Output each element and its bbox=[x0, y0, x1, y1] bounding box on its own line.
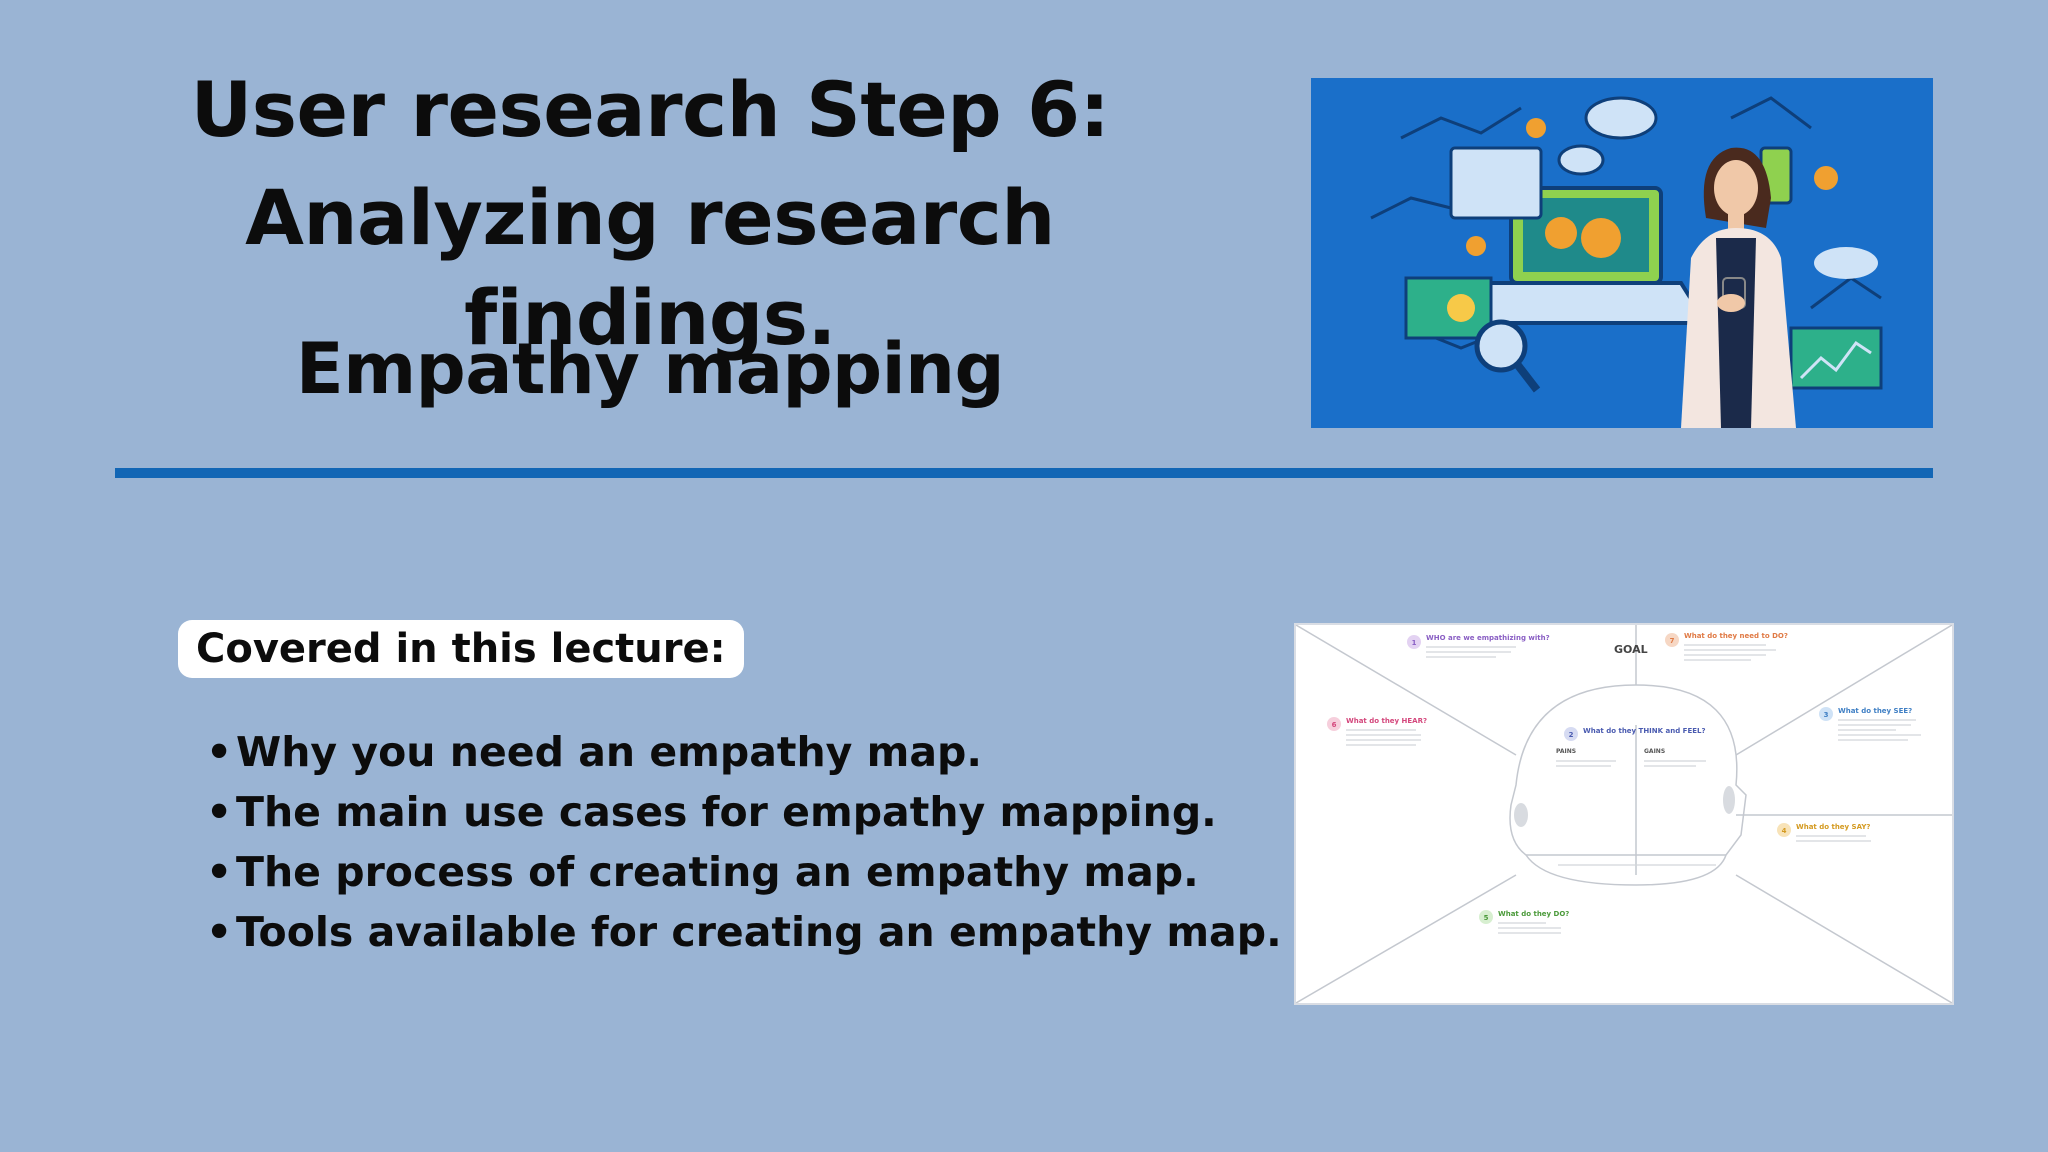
map-see: What do they SEE? bbox=[1838, 707, 1912, 715]
map-num-4: 4 bbox=[1782, 827, 1787, 835]
map-do: What do they need to DO? bbox=[1684, 632, 1788, 640]
map-num-2: 2 bbox=[1569, 731, 1574, 739]
map-gains: GAINS bbox=[1644, 748, 1665, 755]
section-divider bbox=[115, 468, 1933, 478]
slide-subtitle: Empathy mapping bbox=[295, 328, 1005, 410]
map-goal: GOAL bbox=[1614, 643, 1648, 656]
bullet-glyph: • bbox=[206, 908, 233, 956]
list-item-text: Why you need an empathy map. bbox=[236, 728, 982, 776]
map-num-7: 7 bbox=[1670, 637, 1675, 645]
bullet-glyph: • bbox=[206, 848, 233, 896]
map-num-6: 6 bbox=[1332, 721, 1337, 729]
hero-illustration-graphic bbox=[1311, 78, 1933, 428]
list-item: •The main use cases for empathy mapping. bbox=[200, 782, 1282, 842]
list-item: •Why you need an empathy map. bbox=[200, 722, 1282, 782]
empathy-map-image: 1 WHO are we empathizing with? GOAL 7 Wh… bbox=[1294, 623, 1954, 1005]
list-item-text: The main use cases for empathy mapping. bbox=[236, 788, 1217, 836]
map-doo: What do they DO? bbox=[1498, 910, 1569, 918]
map-think-feel: What do they THINK and FEEL? bbox=[1583, 727, 1706, 735]
bullet-glyph: • bbox=[206, 728, 233, 776]
map-num-1: 1 bbox=[1412, 639, 1417, 647]
slide-title-line2: Analyzing research findings. bbox=[245, 173, 1055, 362]
bullet-glyph: • bbox=[206, 788, 233, 836]
covered-label: Covered in this lecture: bbox=[178, 620, 744, 678]
empathy-map-diagram: 1 WHO are we empathizing with? GOAL 7 Wh… bbox=[1295, 624, 1953, 1004]
lecture-topics-list: •Why you need an empathy map. •The main … bbox=[200, 722, 1282, 962]
map-num-5: 5 bbox=[1484, 914, 1489, 922]
slide-title-line1: User research Step 6: bbox=[190, 65, 1110, 154]
list-item-text: Tools available for creating an empathy … bbox=[236, 908, 1282, 956]
map-hear: What do they HEAR? bbox=[1346, 717, 1427, 725]
map-num-3: 3 bbox=[1824, 711, 1829, 719]
list-item-text: The process of creating an empathy map. bbox=[236, 848, 1199, 896]
list-item: •Tools available for creating an empathy… bbox=[200, 902, 1282, 962]
map-pains: PAINS bbox=[1556, 748, 1576, 755]
hero-illustration bbox=[1311, 78, 1933, 428]
list-item: •The process of creating an empathy map. bbox=[200, 842, 1282, 902]
map-who: WHO are we empathizing with? bbox=[1426, 634, 1550, 642]
map-say: What do they SAY? bbox=[1796, 823, 1870, 831]
